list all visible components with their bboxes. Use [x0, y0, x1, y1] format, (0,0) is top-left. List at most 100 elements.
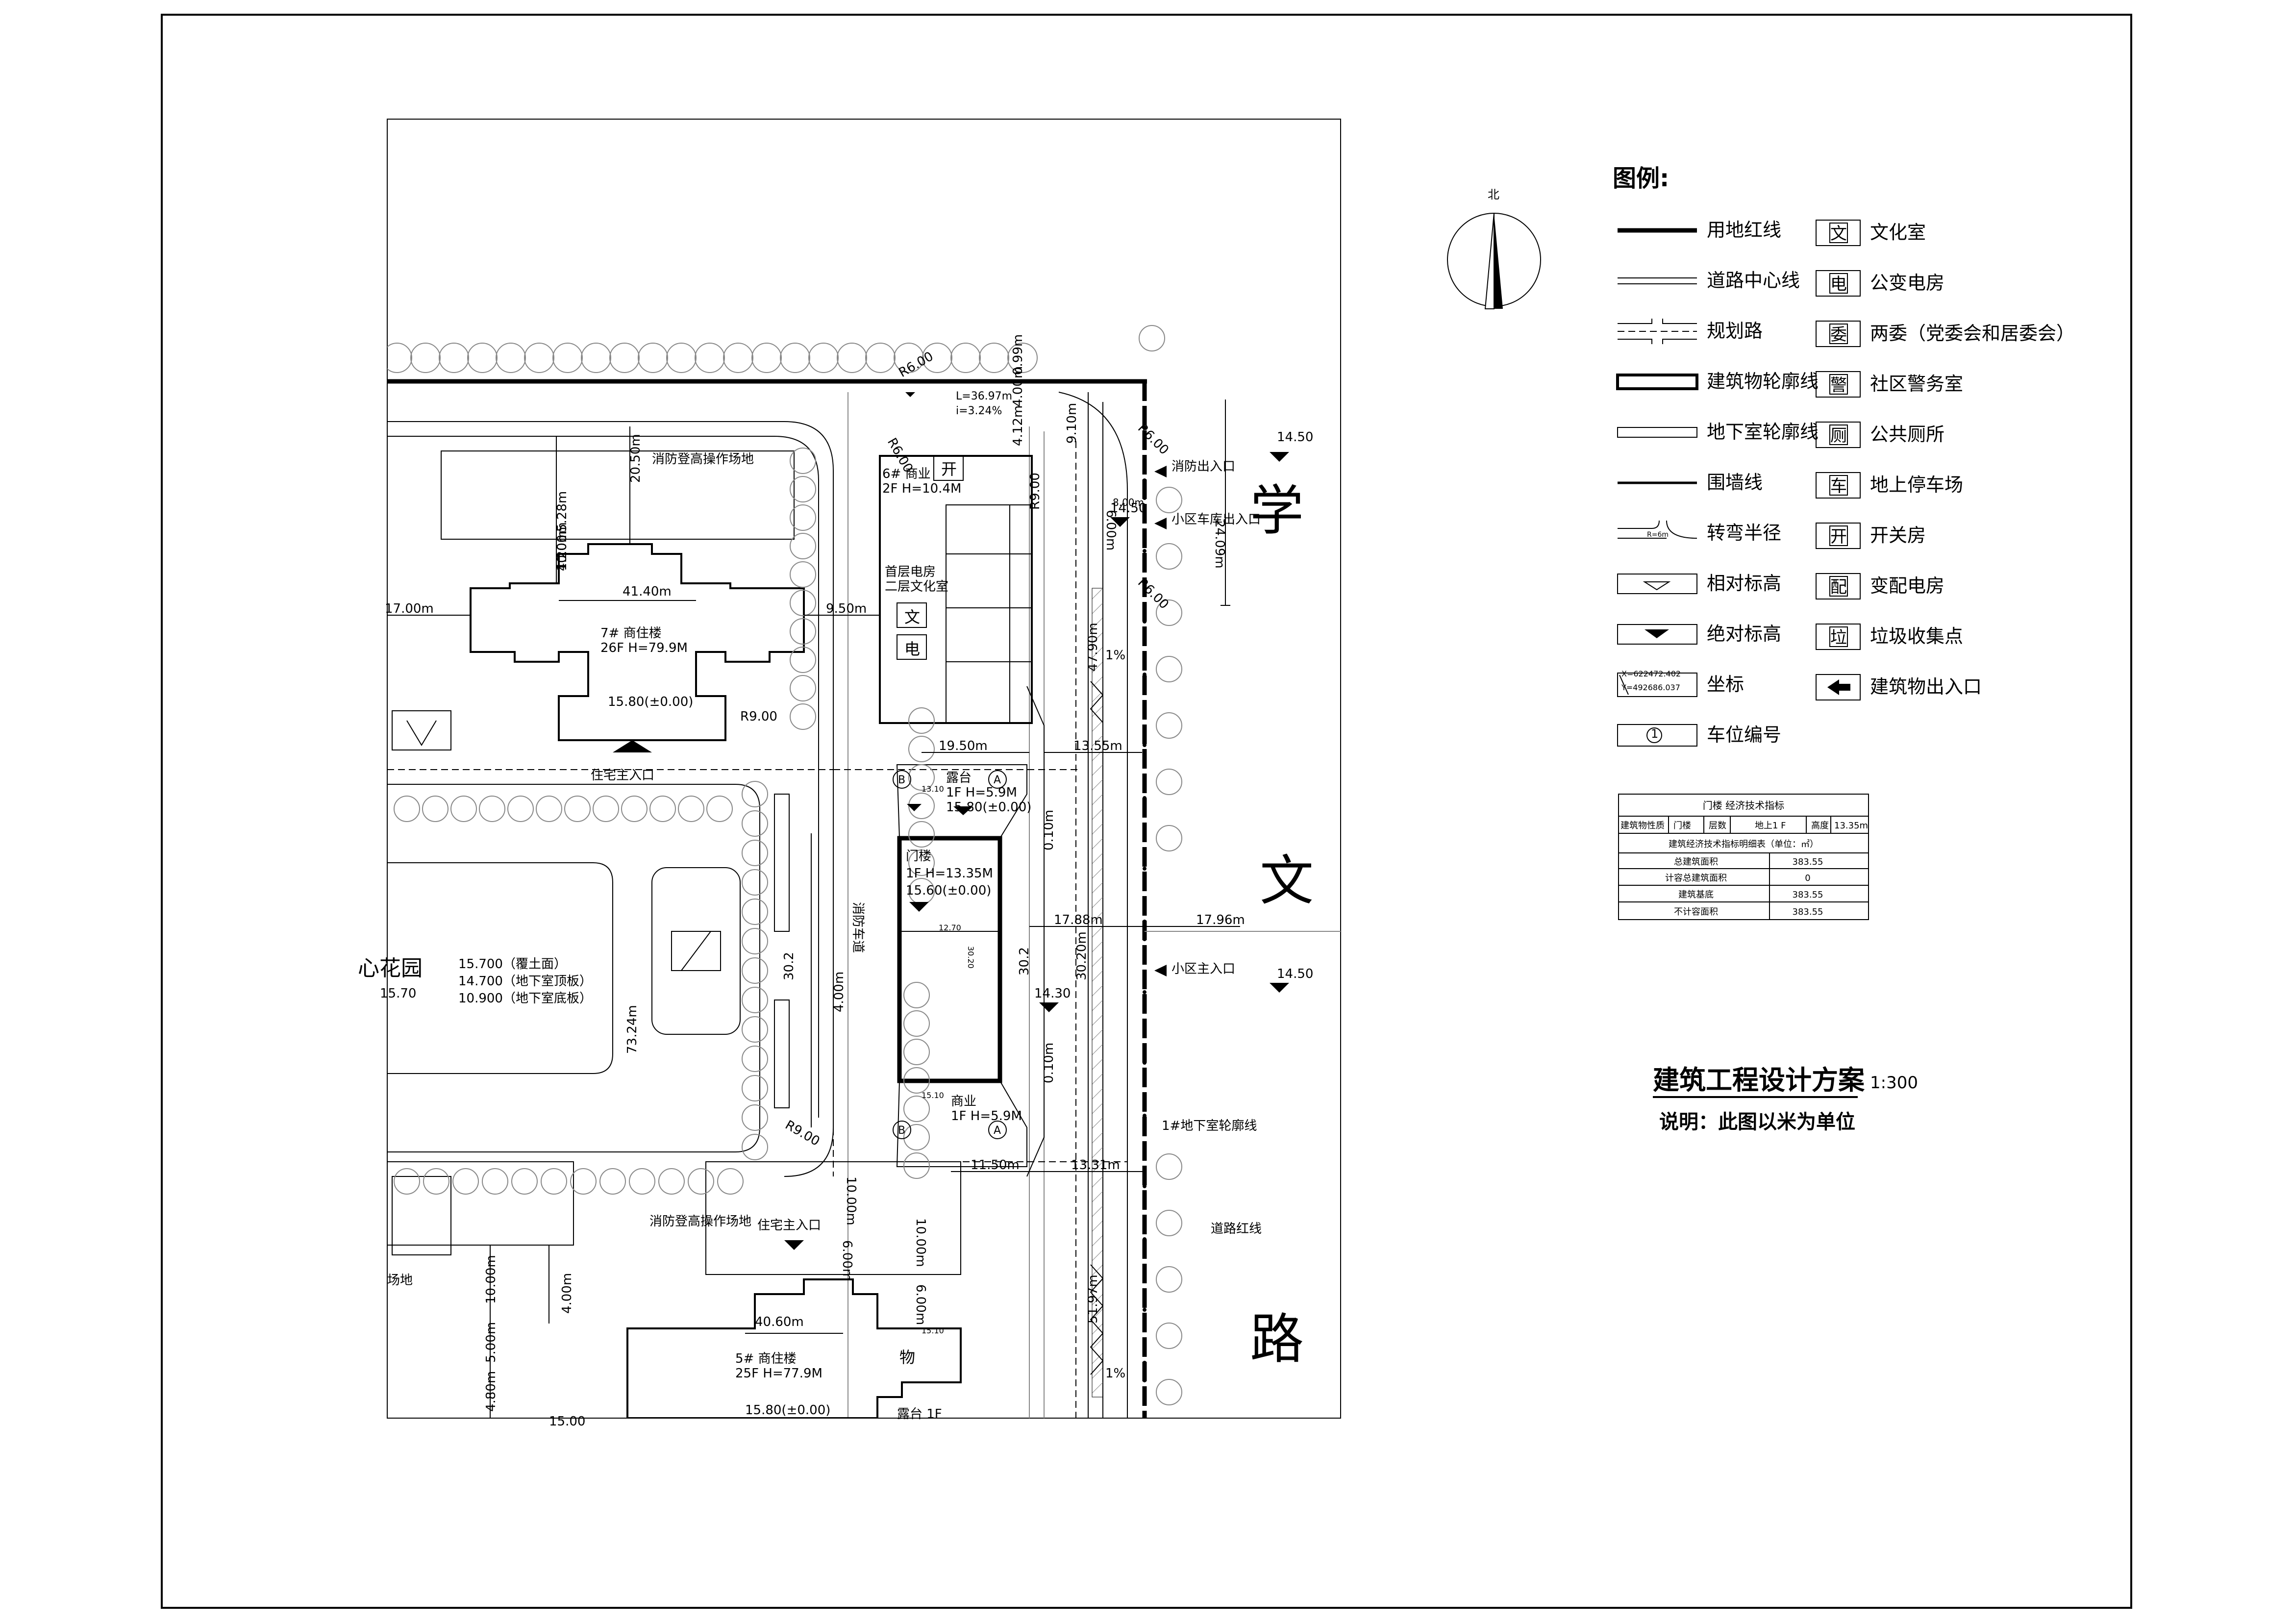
title-block: 建筑工程设计方案 1:300 说明：此图以米为单位: [1653, 1065, 1918, 1133]
tree-symbol: [496, 343, 526, 373]
legend-label-wall-line: 围墙线: [1707, 472, 1763, 493]
table-h3: 地上1 F: [1755, 821, 1786, 831]
building-7-outline: [470, 543, 805, 741]
plan-frame: [387, 119, 1341, 1419]
tree-symbol: [903, 1124, 930, 1150]
tree-symbol: [1139, 325, 1165, 351]
tree-symbol: [649, 796, 676, 822]
tree-symbol: [903, 1067, 930, 1094]
redline-dot: [1143, 673, 1146, 676]
dim-15-10-b: 15.10: [922, 1326, 944, 1335]
site-left-label: 场地: [387, 1273, 413, 1288]
legend: 图例: 用地红线道路中心线规划路建筑物轮廓线地下室轮廓线围墙线转弯半径相对标高绝…: [1613, 165, 2075, 747]
main-entrance-label: 小区主入口: [1171, 962, 1235, 976]
redline-dot: [1143, 920, 1146, 924]
tree-symbol: [599, 1168, 626, 1195]
legend-label-building-outline: 建筑物轮廓线: [1707, 371, 1819, 392]
tree-symbol: [742, 869, 768, 896]
tree-symbol: [837, 343, 867, 373]
shop-outline: [896, 1080, 1027, 1167]
tree-symbol: [541, 1168, 567, 1195]
legend-parking-sample: 1: [1651, 727, 1658, 741]
grid-b-label-bottom: B: [898, 1124, 905, 1137]
legend-facility-label: 变配电房: [1870, 575, 1944, 597]
tree-symbol: [908, 707, 935, 734]
legend-label-relative-elevation: 相对标高: [1707, 573, 1781, 594]
legend-facility-char: 电: [1830, 275, 1847, 294]
legend-facility-9: 建筑物出入口: [1816, 674, 1982, 700]
building-5-height: 25F H=77.9M: [735, 1366, 822, 1381]
north-label: 北: [1488, 188, 1499, 201]
legend-facility-char: 开: [1830, 527, 1847, 547]
legend-facility-char: 文: [1830, 224, 1847, 244]
legend-facility-label: 开关房: [1870, 525, 1926, 546]
site-plan: 6# 商业 2F H=10.4M 开 首层电房 二层文化室 文 电 7# 商住楼…: [358, 325, 1341, 1429]
dim-13-31: 13.31m: [1071, 1158, 1120, 1173]
legend-facility-7: 配 变配电房: [1816, 573, 1944, 600]
tree-symbol: [394, 1168, 420, 1195]
road-name-char-2: 文: [1260, 849, 1314, 912]
dim-30-2-right: 30.2: [1017, 947, 1032, 975]
redline-dot: [1143, 1396, 1146, 1400]
tree-symbol: [422, 796, 449, 822]
road-name: 学 文 路: [1250, 479, 1314, 1371]
switch-room-mark: 开: [941, 460, 957, 478]
entrance-arrow-icon: [1827, 679, 1850, 695]
tree-symbol: [894, 343, 924, 373]
building-7-width: 41.40m: [623, 584, 672, 599]
dim-10-00-d: 10.00m: [913, 1218, 928, 1267]
legend-facility-char: 配: [1830, 577, 1847, 597]
legend-facility-1: 电公变电房: [1816, 270, 1944, 297]
redline-dot: [1143, 761, 1146, 765]
fire-area-bottom-label: 消防登高操作场地: [649, 1214, 751, 1229]
garden-side-elevation: 15.70: [380, 986, 416, 1001]
tree-symbol: [790, 533, 816, 559]
central-garden-outline: [387, 784, 760, 1152]
substation-label: 首层电房: [885, 565, 936, 579]
redline-dot: [1143, 1361, 1146, 1365]
dim-12-70: 12.70: [939, 923, 961, 932]
tree-symbol: [908, 821, 935, 848]
redline-dot: [1143, 584, 1146, 588]
tree-symbol: [790, 647, 816, 673]
table-r2-label: 建筑基底: [1678, 890, 1714, 900]
dim-4-80: 4.80m: [484, 1371, 498, 1412]
tree-symbol: [552, 343, 583, 373]
dim-5-00: 5.00m: [484, 1322, 498, 1363]
tree-symbol: [1156, 600, 1182, 626]
dim-9-50: 9.50m: [826, 601, 867, 616]
redline-dot: [1143, 990, 1146, 994]
redline-dot: [1143, 637, 1146, 641]
tree-symbol: [1007, 343, 1038, 373]
legend-facility-char: 委: [1830, 325, 1847, 345]
dim-9-10: 9.10m: [1065, 403, 1079, 444]
tree-symbol: [865, 343, 896, 373]
shop-name: 商业: [951, 1094, 976, 1109]
tree-symbol: [593, 796, 619, 822]
tree-symbol: [790, 476, 816, 502]
tree-symbol: [507, 796, 534, 822]
redline-dot: [1143, 973, 1146, 976]
legend-label-absolute-elevation: 绝对标高: [1707, 623, 1781, 645]
dim-0-99: 0.99m: [1011, 334, 1025, 375]
tree-symbol: [751, 343, 782, 373]
redline-dot: [1143, 1025, 1146, 1029]
legend-item-coordinate: 坐标: [1617, 673, 1744, 697]
property-room-mark: 物: [899, 1348, 915, 1367]
redline-dot: [1143, 1343, 1146, 1347]
dim-17-88: 17.88m: [1054, 913, 1103, 927]
legend-facility-char: 垃: [1830, 628, 1847, 648]
redline-dot: [1143, 1061, 1146, 1065]
dim-8-00: 8.00m: [1113, 497, 1144, 508]
tree-symbol: [742, 1075, 768, 1101]
dim-19-50: 19.50m: [939, 739, 988, 753]
redline-dot: [1143, 1149, 1146, 1153]
tree-symbol: [387, 343, 412, 373]
tree-symbol: [678, 796, 704, 822]
tree-symbol: [903, 1152, 930, 1179]
tree-symbol: [908, 849, 935, 876]
tree-symbol: [808, 343, 839, 373]
redline-dot: [1143, 496, 1146, 500]
legend-facility-5: 车地上停车场: [1816, 472, 1963, 499]
redline-dot: [1143, 408, 1146, 412]
